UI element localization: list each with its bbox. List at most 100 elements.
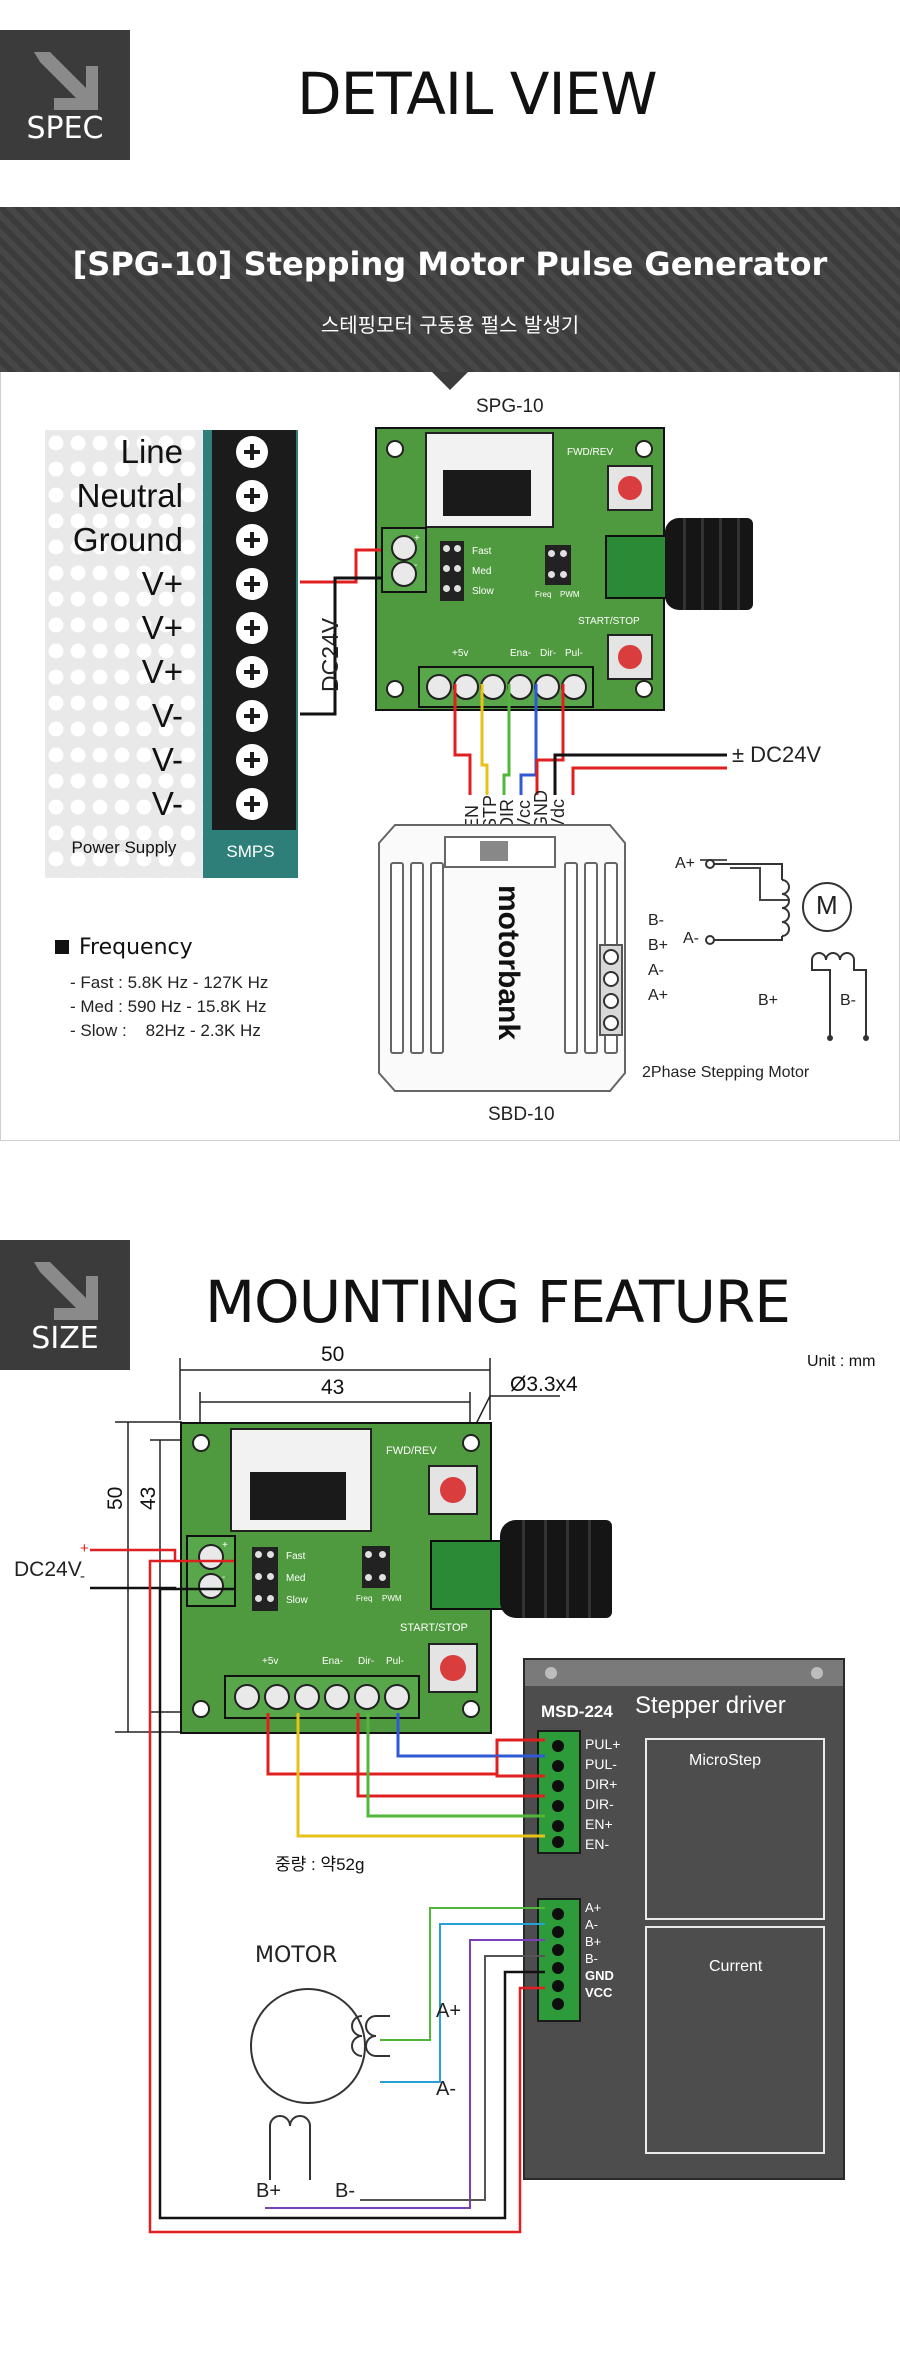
spec-badge-label: SPEC <box>26 111 104 146</box>
freq-label: Freq <box>535 590 552 599</box>
minus-mark: - <box>222 1572 226 1583</box>
term-label-ena: Ena- <box>322 1656 344 1667</box>
dim-width-inner: 43 <box>321 1376 345 1399</box>
smps-screw-icon <box>218 742 290 778</box>
size-plus-mark: + <box>80 1540 89 1557</box>
freq-label: Freq <box>356 1594 373 1603</box>
smps-screw-icon <box>218 610 290 646</box>
mount-hole <box>386 440 404 458</box>
driver-pin-dir-minus: DIR- <box>585 1796 614 1812</box>
driver-title: Stepper driver <box>635 1692 786 1719</box>
detail-view-title: DETAIL VIEW <box>297 60 658 128</box>
start-stop-button[interactable] <box>607 634 653 680</box>
detail-wiring <box>300 548 790 901</box>
stepper-driver-msd224: MSD-224 Stepper driver PUL+ PUL- DIR+ DI… <box>523 1658 845 2180</box>
driver-pin-en-minus: EN- <box>585 1836 610 1852</box>
sbd-pin-b-minus: B- <box>648 912 664 929</box>
smps-screw-icon <box>218 434 290 470</box>
speed-knob[interactable] <box>665 518 753 610</box>
motor-heading: MOTOR <box>255 1943 338 1968</box>
mount-hole <box>192 1434 210 1452</box>
frequency-heading: Frequency <box>55 935 193 960</box>
driver-pin-a-plus: A+ <box>585 1900 602 1915</box>
current-box: Current <box>645 1926 825 2154</box>
speed-slow-label: Slow <box>472 586 494 597</box>
signal-terminal-block <box>418 666 594 708</box>
mount-hole <box>462 1700 480 1718</box>
ps-terminal-label: V+ <box>141 565 183 602</box>
connector-header <box>425 432 554 528</box>
motor-a-plus: A+ <box>436 2000 462 2022</box>
speed-med-label: Med <box>472 566 492 577</box>
motor-coil-schematic <box>269 2015 390 2180</box>
driver-pin-a-minus: A- <box>585 1917 598 1932</box>
motor-a-minus: A- <box>436 2078 456 2100</box>
power-supply-terminal-labels: Line Neutral Ground V+ V+ V+ V- V- V- <box>45 430 183 826</box>
stepping-motor-caption: 2Phase Stepping Motor <box>642 1064 810 1081</box>
pwm-label: PWM <box>560 590 580 599</box>
speed-med-label: Med <box>286 1573 306 1584</box>
mount-hole <box>635 680 653 698</box>
driver-power-terminal <box>537 1898 581 2022</box>
frequency-med: - Med : 590 Hz - 15.8K Hz <box>70 997 267 1016</box>
hole-spec-label: Ø3.3x4 <box>510 1373 578 1396</box>
smps-label: SMPS <box>226 842 275 861</box>
plus-mark: + <box>222 1540 228 1551</box>
start-stop-label: START/STOP <box>578 616 640 627</box>
spg10-model-label: SPG-10 <box>476 396 544 417</box>
fwd-rev-button[interactable] <box>607 465 653 511</box>
speed-jumper-pins <box>252 1547 278 1611</box>
smps-screw-icon <box>218 654 290 690</box>
plus-mark: + <box>414 533 420 544</box>
driver-pin-b-plus: B+ <box>585 1934 602 1949</box>
driver-pin-dir-plus: DIR+ <box>585 1776 618 1792</box>
start-stop-label: START/STOP <box>400 1622 468 1634</box>
spg10-dc24v-label: DC24V <box>317 617 343 692</box>
arrow-down-right-icon <box>34 52 98 110</box>
sbd-pin-a-plus: A+ <box>648 987 669 1004</box>
fwd-rev-button[interactable] <box>428 1465 478 1515</box>
power-supply-label: Power Supply <box>71 838 177 857</box>
ps-terminal-label: V- <box>151 697 183 734</box>
ps-terminal-label: V+ <box>141 609 183 646</box>
speed-fast-label: Fast <box>286 1551 306 1562</box>
mount-hole <box>192 1700 210 1718</box>
motor-b-plus-label: B+ <box>758 992 779 1009</box>
motor-b-plus: B+ <box>256 2180 282 2202</box>
bullet-square-icon <box>55 940 69 954</box>
term-label-pul: Pul- <box>386 1656 404 1667</box>
freq-pwm-pins <box>545 545 571 585</box>
mount-hole <box>386 680 404 698</box>
banner-notch <box>432 372 468 390</box>
term-label-dir: Dir- <box>540 648 557 659</box>
driver-pin-b-minus: B- <box>585 1951 598 1966</box>
ps-terminal-label: Neutral <box>76 477 183 514</box>
size-wiring <box>90 1548 545 2234</box>
start-stop-button[interactable] <box>428 1643 478 1693</box>
term-label-ena: Ena- <box>510 648 532 659</box>
banner-subtitle: 스테핑모터 구동용 펄스 발생기 <box>320 313 580 337</box>
smps-screw-icon <box>218 522 290 558</box>
driver-signal-terminal <box>537 1730 581 1854</box>
driver-pin-gnd: GND <box>585 1968 614 1983</box>
motor-a-plus-label: A+ <box>675 855 696 872</box>
term-label-5v: +5v <box>262 1656 279 1667</box>
dim-width-outer: 50 <box>321 1343 345 1366</box>
sbd10-model-label: SBD-10 <box>488 1104 555 1125</box>
banner-title: [SPG-10] Stepping Motor Pulse Generator <box>72 245 828 283</box>
power-terminal-block <box>381 527 427 593</box>
frequency-slow: - Slow : 82Hz - 2.3K Hz <box>70 1021 261 1040</box>
motor-b-minus: B- <box>335 2180 355 2202</box>
spec-badge: SPEC <box>0 30 130 160</box>
size-badge: SIZE <box>0 1240 130 1370</box>
smps-screw-icon <box>218 478 290 514</box>
speed-knob[interactable] <box>500 1520 612 1618</box>
driver-pin-vcc: VCC <box>585 1985 613 2000</box>
connector-header <box>230 1428 372 1532</box>
ps-terminal-label: V- <box>151 785 183 822</box>
microstep-box: MicroStep <box>645 1738 825 1920</box>
driver-pin-en-plus: EN+ <box>585 1816 613 1832</box>
stepper-motor-schematic <box>705 859 869 1041</box>
driver-top-rail <box>525 1660 843 1686</box>
motor-a-minus-label: A- <box>683 930 699 947</box>
